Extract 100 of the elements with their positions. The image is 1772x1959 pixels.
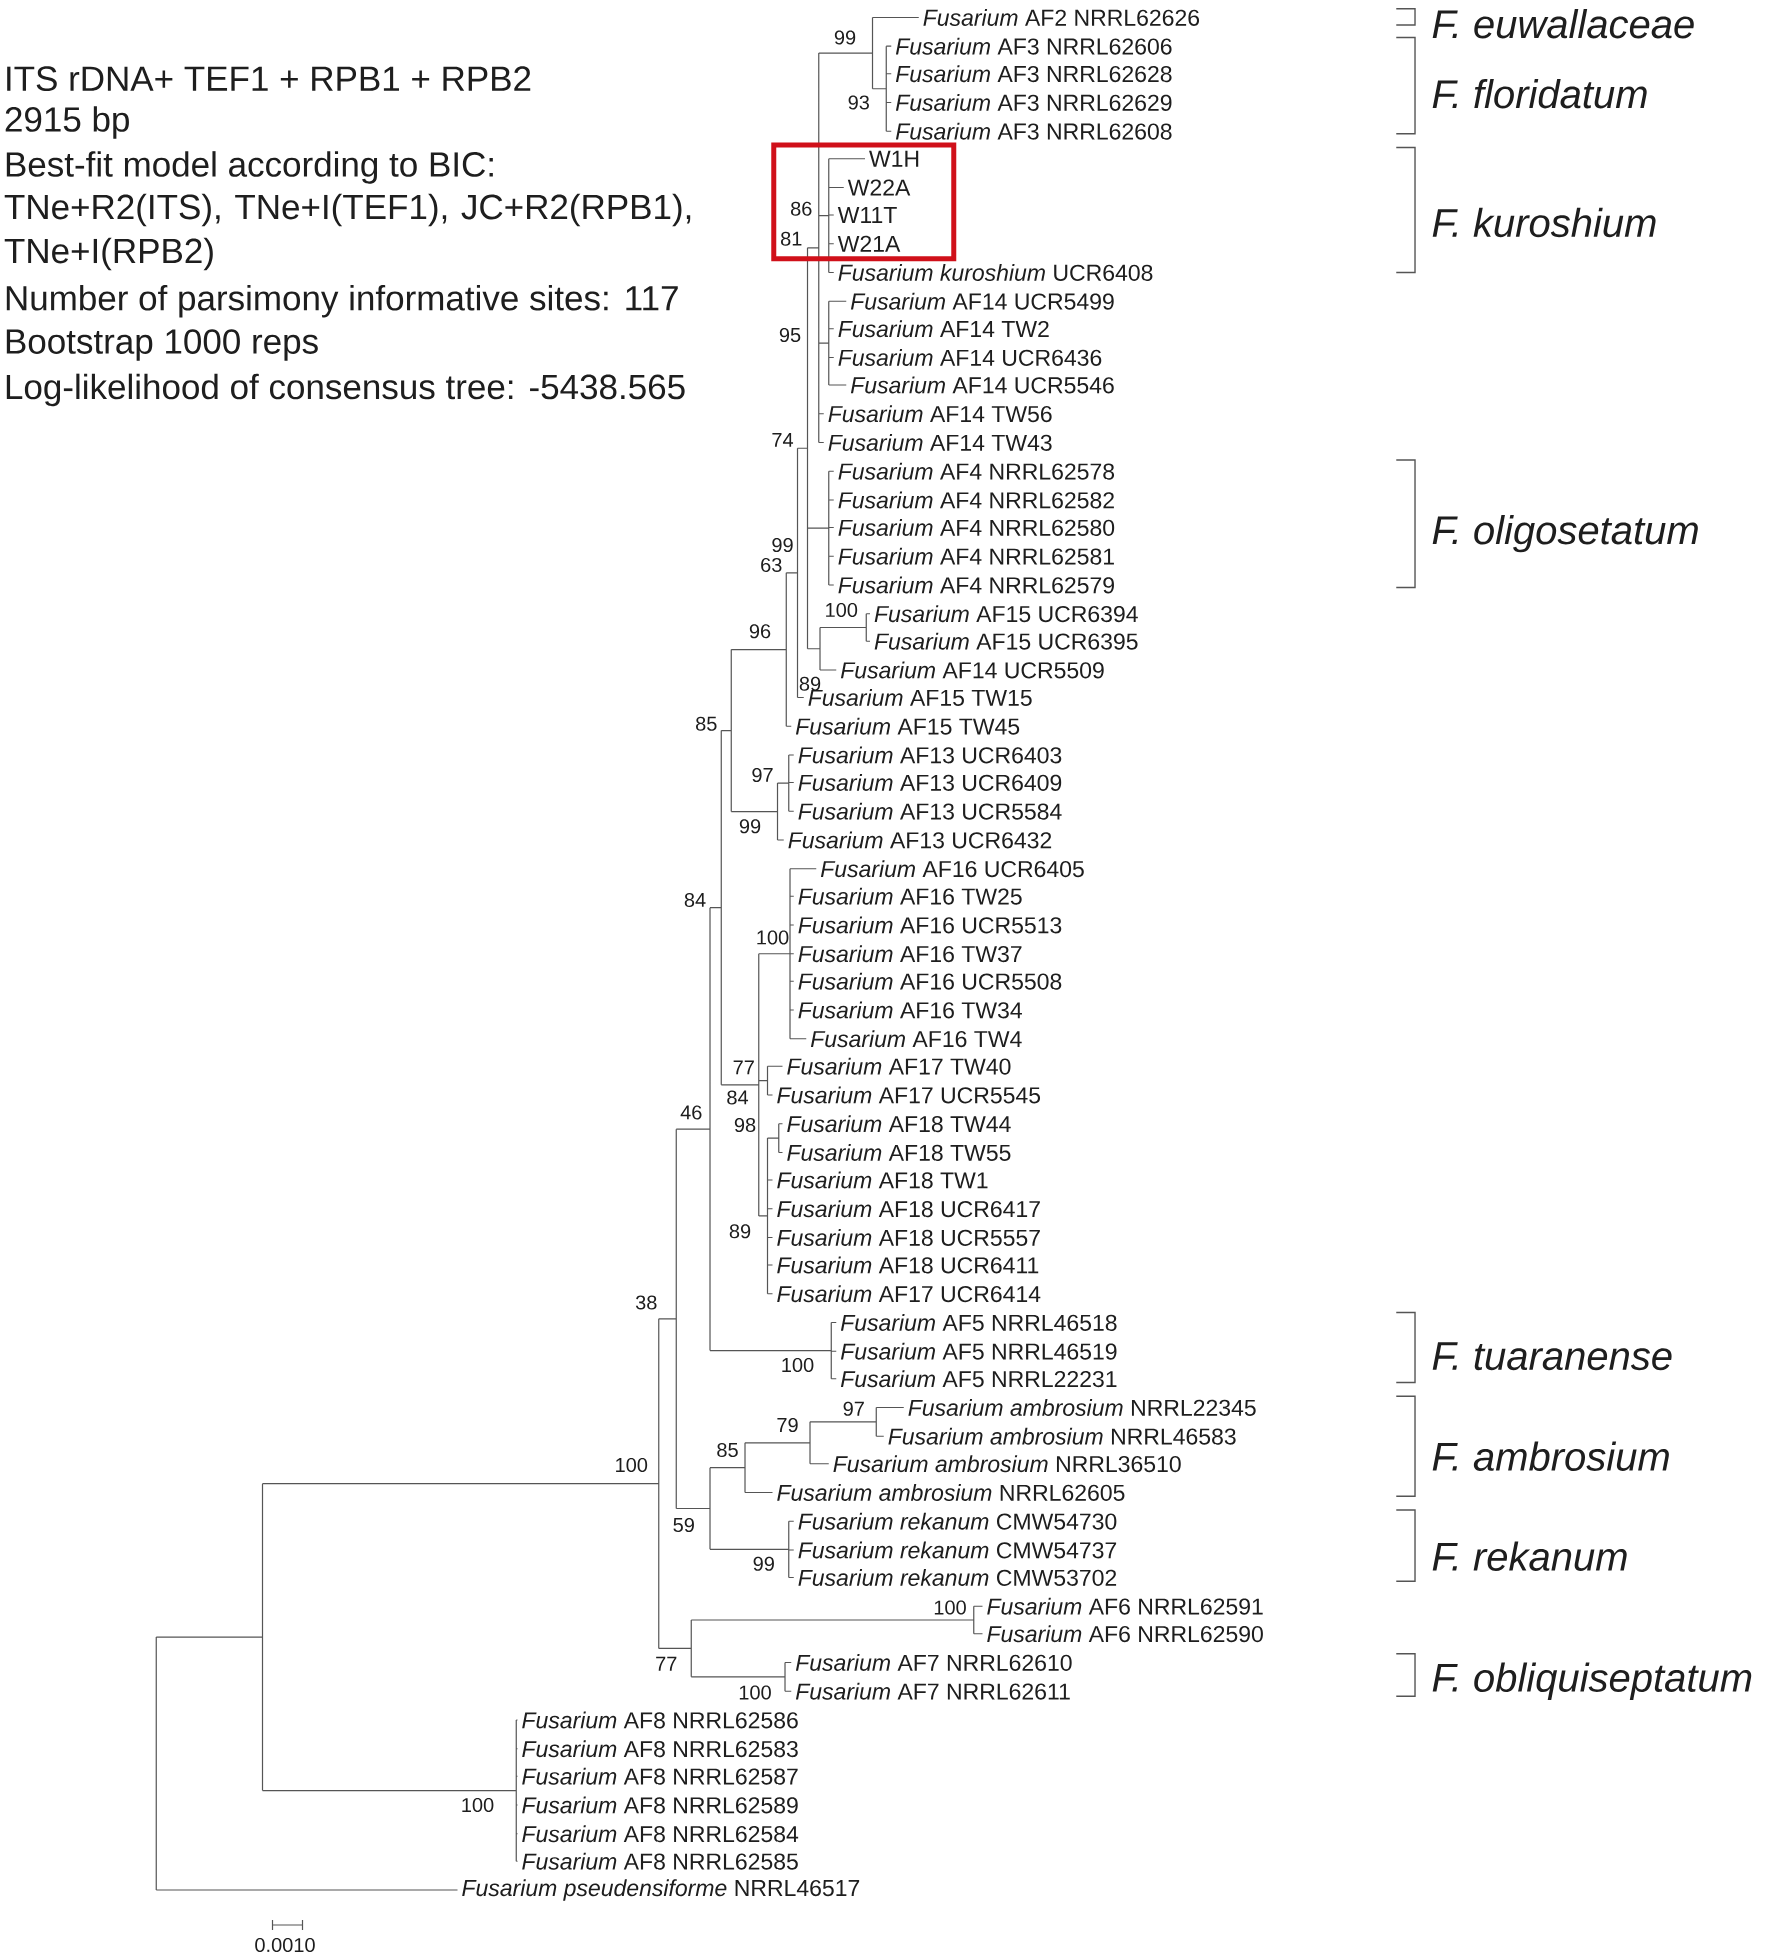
bootstrap-value: 84 [684, 892, 706, 908]
bootstrap-value: 89 [799, 676, 821, 691]
bootstrap-value: 99 [753, 1556, 774, 1571]
bootstrap-value: 77 [656, 1656, 677, 1671]
taxon-label: Fusarium AF6 NRRL62591 [987, 1597, 1263, 1615]
scale-label: 0.0010 [255, 1937, 315, 1953]
taxon-label: Fusarium AF14 TW43 [828, 434, 1052, 451]
taxon-label: Fusarium AF16 UCR6405 [820, 860, 1084, 878]
taxon-label: Fusarium AF18 UCR5557 [777, 1229, 1040, 1246]
info-text: ITS rDNA+ TEF1 + RPB1 + RPB2 [7, 66, 531, 92]
taxon-label: Fusarium AF8 NRRL62583 [522, 1740, 798, 1758]
taxon-label: Fusarium AF4 NRRL62579 [838, 576, 1114, 594]
clade-name: F. obliquiseptatum [1432, 1662, 1752, 1700]
taxon-label: Fusarium AF6 NRRL62590 [987, 1625, 1263, 1643]
info-text: Number of parsimony informative sites: 117 [6, 284, 678, 318]
taxon-label: Fusarium AF7 NRRL62611 [795, 1682, 1070, 1700]
taxon-label: Fusarium kuroshium UCR6408 [838, 264, 1153, 281]
bootstrap-value: 100 [934, 1600, 966, 1615]
info-text: TNe+R2(ITS), TNe+I(TEF1), JC+R2(RPB1), TNe+I(RPB2) [4, 193, 691, 271]
taxon-label: Fusarium ambrosium NRRL46583 [888, 1427, 1236, 1445]
taxon-label: Fusarium AF14 TW56 [828, 405, 1052, 423]
bootstrap-value: 46 [680, 1105, 702, 1120]
taxon-label: W21A [837, 235, 901, 252]
bootstrap-value: 74 [772, 433, 794, 447]
bootstrap-value: 100 [616, 1457, 648, 1473]
clade-name: F. tuaranense [1432, 1342, 1672, 1371]
bootstrap-value: 93 [848, 95, 869, 110]
taxon-label: Fusarium AF3 NRRL62608 [895, 122, 1172, 140]
clade-name: F. ambrosium [1432, 1441, 1669, 1471]
taxon-label: Fusarium AF5 NRRL22231 [840, 1370, 1117, 1388]
bootstrap-value: 89 [729, 1224, 751, 1239]
bootstrap-value: 86 [791, 201, 812, 216]
bootstrap-value: 96 [749, 624, 771, 639]
bootstrap-value: 38 [635, 1295, 657, 1310]
clade-name: F. floridatum [1432, 79, 1647, 109]
taxon-label: Fusarium AF2 NRRL62626 [923, 9, 1200, 26]
clade-name: F. kuroshium [1432, 207, 1656, 238]
taxon-label: Fusarium AF14 UCR5499 [850, 292, 1114, 310]
bootstrap-value: 100 [757, 930, 789, 945]
taxon-label: Fusarium AF4 NRRL62581 [838, 547, 1114, 565]
info-text: Log-likelihood of consensus tree: -5438.565 [6, 373, 685, 407]
bootstrap-value: 79 [777, 1417, 798, 1433]
bootstrap-value: 97 [752, 767, 773, 783]
taxon-label: Fusarium rekanum CMW54737 [798, 1541, 1117, 1559]
taxon-label: Fusarium AF13 UCR6432 [788, 831, 1052, 849]
taxon-label: Fusarium AF4 NRRL62580 [838, 519, 1115, 536]
taxon-label: Fusarium AF8 NRRL62587 [522, 1767, 798, 1785]
taxon-label: Fusarium AF3 NRRL62606 [895, 37, 1172, 55]
taxon-label: Fusarium AF14 UCR6436 [838, 349, 1102, 366]
taxon-label: Fusarium ambrosium NRRL62605 [777, 1484, 1125, 1501]
taxon-label: Fusarium AF16 TW4 [810, 1030, 1022, 1048]
bootstrap-value: 63 [761, 557, 782, 573]
bootstrap-value: 98 [734, 1117, 756, 1133]
taxon-label: Fusarium AF8 NRRL62589 [522, 1796, 798, 1814]
bootstrap-value: 99 [834, 30, 856, 45]
taxon-label: Fusarium AF4 NRRL62582 [838, 491, 1114, 509]
taxon-label: Fusarium AF18 UCR6417 [777, 1200, 1040, 1218]
taxon-label: W22A [847, 179, 911, 196]
taxon-label: Fusarium AF16 TW37 [798, 945, 1022, 963]
taxon-label: Fusarium rekanum CMW53702 [798, 1569, 1117, 1586]
taxon-label: Fusarium AF18 UCR6411 [777, 1256, 1039, 1274]
taxon-label: Fusarium AF18 TW44 [787, 1115, 1011, 1133]
taxon-label: Fusarium AF3 NRRL62628 [895, 65, 1172, 83]
taxon-label: Fusarium AF16 UCR5513 [798, 916, 1062, 934]
taxon-label: Fusarium AF14 UCR5509 [840, 661, 1104, 679]
taxon-label: Fusarium AF4 NRRL62578 [838, 462, 1115, 480]
taxon-label: Fusarium AF8 NRRL62586 [522, 1711, 798, 1729]
taxon-label: Fusarium AF8 NRRL62584 [522, 1825, 799, 1843]
taxon-label: Fusarium AF13 UCR6403 [798, 746, 1062, 764]
taxon-label: Fusarium AF5 NRRL46518 [840, 1314, 1117, 1331]
taxon-label: Fusarium AF16 UCR5508 [798, 972, 1062, 990]
clade-name: F. euwallaceae [1432, 9, 1694, 39]
taxon-label: Fusarium rekanum CMW54730 [798, 1512, 1117, 1530]
taxon-label: Fusarium AF15 UCR6394 [874, 605, 1138, 623]
taxon-label: Fusarium AF7 NRRL62610 [795, 1654, 1072, 1671]
bootstrap-value: 81 [781, 231, 802, 246]
clade-name: F. oligosetatum [1432, 515, 1698, 553]
clade-name: F. rekanum [1432, 1541, 1627, 1571]
bootstrap-value: 59 [673, 1517, 694, 1533]
taxon-label: Fusarium AF18 TW1 [777, 1171, 988, 1189]
taxon-label: Fusarium AF17 UCR6414 [777, 1285, 1041, 1303]
taxon-label: Fusarium AF18 TW55 [787, 1144, 1011, 1161]
bootstrap-value: 95 [779, 327, 801, 343]
taxon-label: Fusarium AF15 UCR6395 [874, 632, 1138, 650]
bootstrap-value: 99 [772, 537, 793, 553]
info-text: Best-fit model according to BIC: [6, 151, 493, 184]
info-text: Bootstrap 1000 reps [6, 329, 318, 361]
bootstrap-value: 100 [462, 1797, 494, 1813]
taxon-label: Fusarium AF5 NRRL46519 [840, 1342, 1117, 1360]
taxon-label: Fusarium AF14 UCR5546 [850, 376, 1114, 394]
bootstrap-value: 100 [826, 602, 858, 618]
taxon-label: Fusarium AF14 TW2 [838, 320, 1049, 338]
taxon-label: Fusarium AF17 UCR5545 [777, 1086, 1041, 1104]
info-text: 2915 bp [5, 106, 129, 139]
bootstrap-value: 85 [717, 1442, 738, 1458]
taxon-label: W1H [869, 150, 919, 167]
bootstrap-value: 97 [843, 1401, 864, 1416]
taxon-label: Fusarium AF8 NRRL62585 [522, 1852, 798, 1870]
bootstrap-value: 84 [727, 1090, 749, 1105]
taxon-label: Fusarium AF3 NRRL62629 [895, 94, 1172, 111]
